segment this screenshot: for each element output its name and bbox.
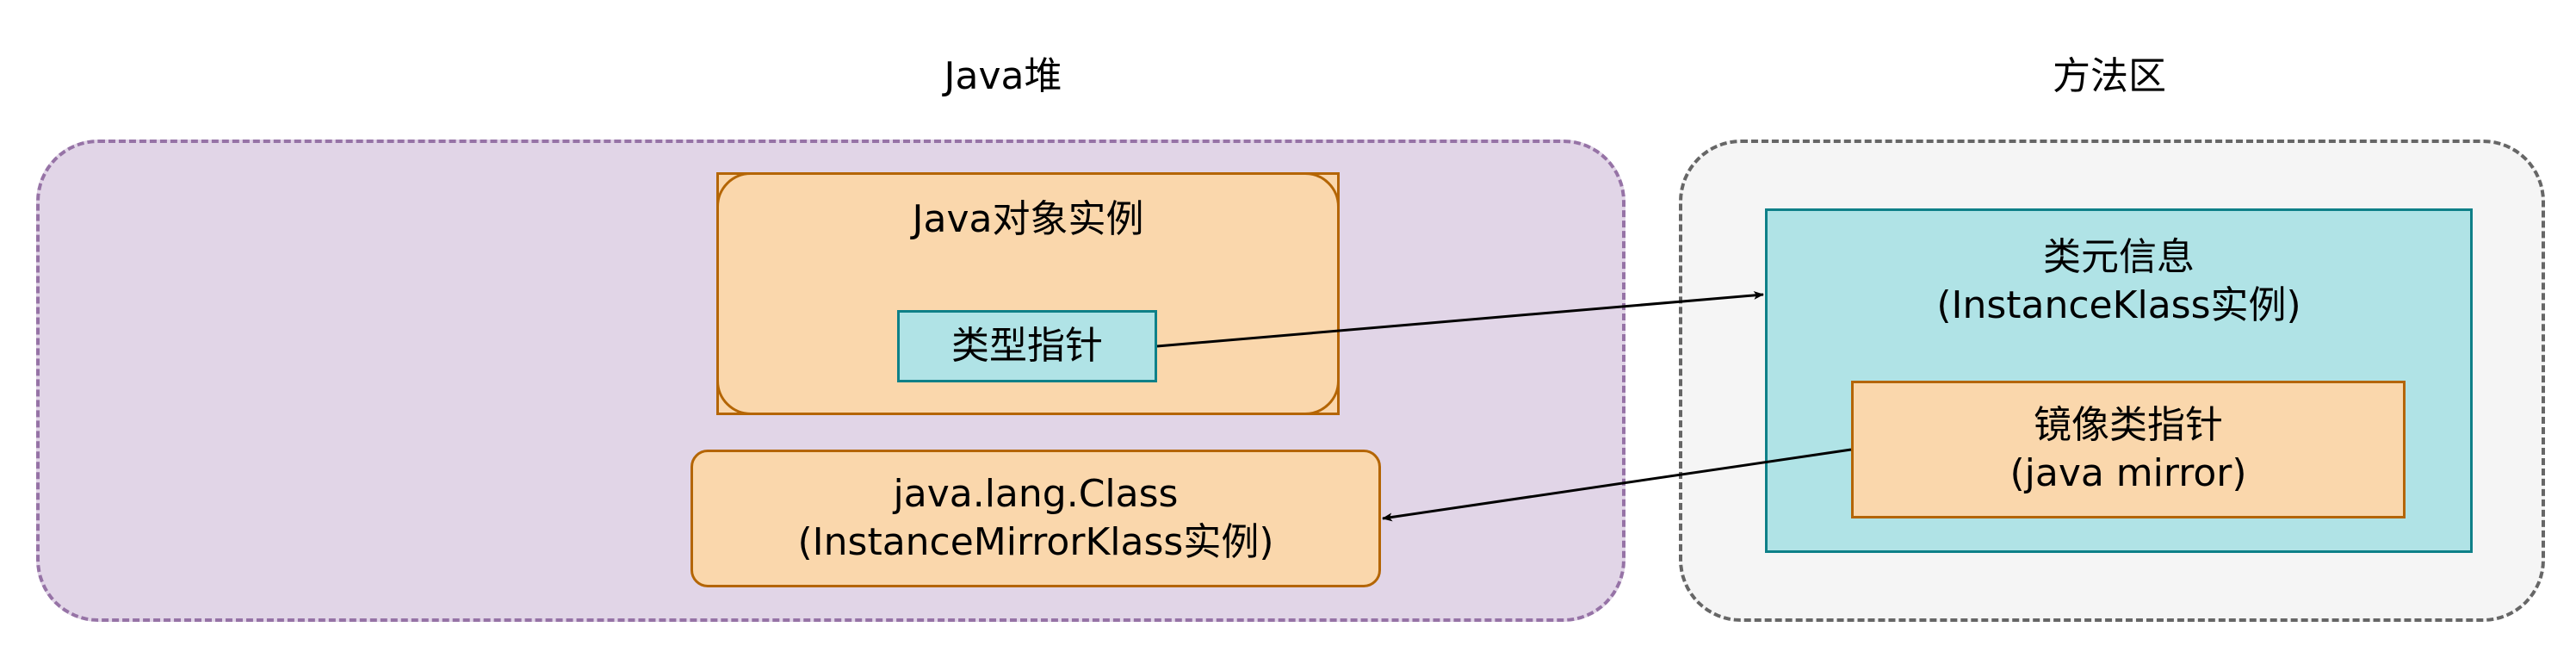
class-metadata-line1: 类元信息 — [2043, 235, 2195, 279]
type-pointer-label: 类型指针 — [951, 324, 1103, 368]
mirror-pointer-line1: 镜像类指针 — [2034, 403, 2223, 447]
heap-title: Java堆 — [944, 54, 1062, 98]
method-area-title: 方法区 — [2053, 54, 2166, 98]
class-object-box: java.lang.Class (InstanceMirrorKlass实例) — [690, 450, 1381, 587]
mirror-pointer-box: 镜像类指针 (java mirror) — [1851, 381, 2406, 518]
object-instance-box: Java对象实例 — [716, 172, 1340, 415]
type-pointer-box: 类型指针 — [897, 310, 1157, 382]
object-instance-label: Java对象实例 — [912, 197, 1144, 241]
type-pointer-arrow — [1156, 290, 1764, 348]
class-metadata-line2: (InstanceKlass实例) — [1936, 283, 2301, 327]
class-object-line1: java.lang.Class — [893, 472, 1179, 516]
mirror-pointer-line2: (java mirror) — [2009, 451, 2247, 495]
class-object-line2: (InstanceMirrorKlass实例) — [797, 520, 1274, 564]
mirror-pointer-arrow — [1382, 448, 1852, 522]
